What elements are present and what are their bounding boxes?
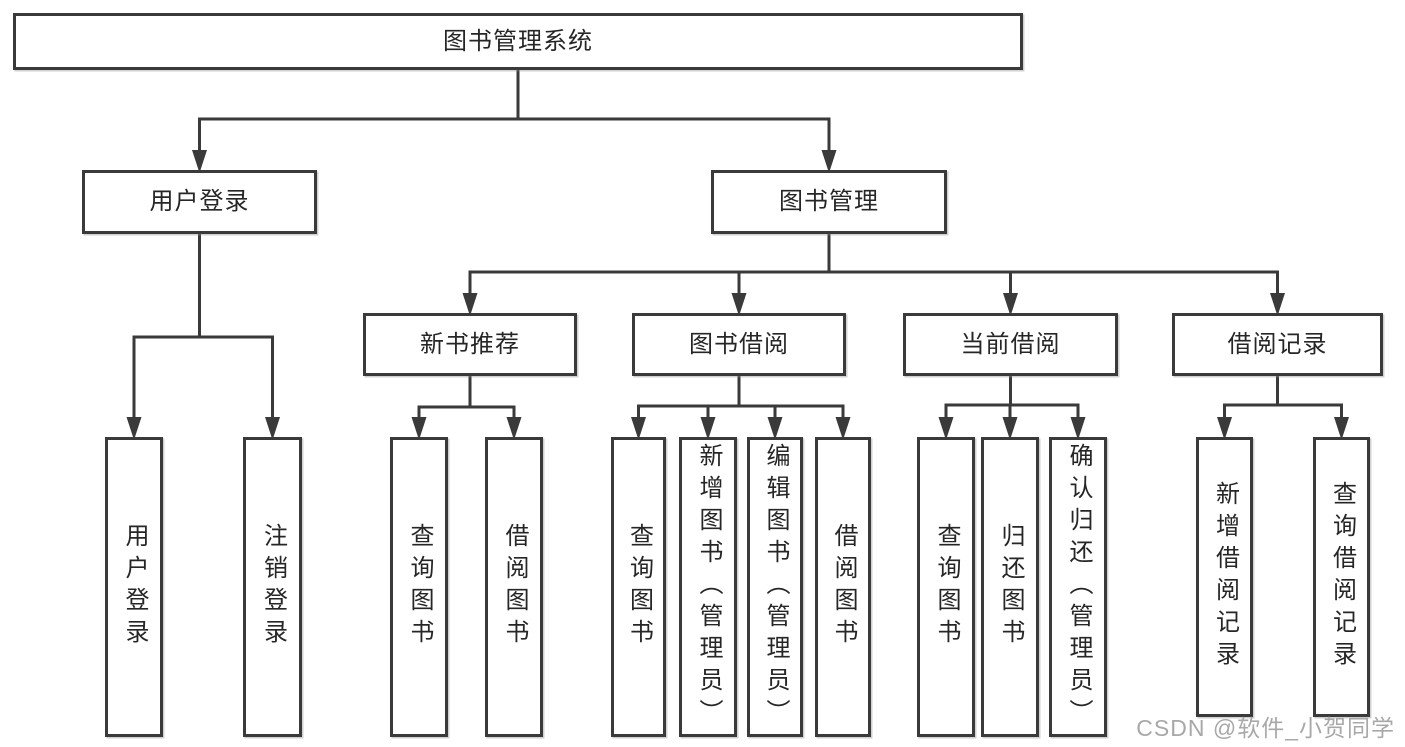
node-book-management: 图书管理 [711,170,947,234]
node-query-borrow-record-label: 查询借阅记录 [1328,481,1356,673]
node-root: 图书管理系统 [13,13,1023,70]
node-query-books-borrow: 查询图书 [611,437,666,737]
node-root-label: 图书管理系统 [443,27,593,55]
node-query-borrow-record: 查询借阅记录 [1313,437,1370,717]
node-query-books-current-label: 查询图书 [933,523,960,651]
node-logout-label: 注销登录 [259,523,287,651]
node-book-management-label: 图书管理 [779,188,879,215]
node-book-borrowing: 图书借阅 [632,313,846,376]
node-query-books-recommend: 查询图书 [390,437,448,737]
node-borrowing-records-label: 借阅记录 [1227,330,1328,358]
node-new-book-recommend: 新书推荐 [363,313,577,376]
node-new-book-recommend-label: 新书推荐 [420,330,520,358]
node-borrow-books: 借阅图书 [815,437,871,737]
node-book-borrowing-label: 图书借阅 [689,330,789,358]
node-return-books: 归还图书 [981,437,1039,737]
csdn-watermark: CSDN @软件_小贺同学 [1136,715,1395,741]
node-edit-books-admin-label: 编辑图书（管理员） [762,443,789,731]
node-confirm-return-admin: 确认归还（管理员） [1049,437,1107,737]
node-add-borrow-record-label: 新增借阅记录 [1211,481,1239,673]
node-return-books-label: 归还图书 [997,523,1024,651]
node-borrow-books-recommend: 借阅图书 [485,437,543,737]
node-edit-books-admin: 编辑图书（管理员） [747,437,803,737]
node-current-borrowing-label: 当前借阅 [960,330,1061,358]
node-add-books-admin-label: 新增图书（管理员） [695,443,722,731]
node-query-books-borrow-label: 查询图书 [625,523,653,651]
node-user-login-leaf-label: 用户登录 [121,523,148,651]
node-confirm-return-admin-label: 确认归还（管理员） [1065,443,1092,731]
node-user-login: 用户登录 [82,170,317,234]
node-borrowing-records: 借阅记录 [1172,313,1383,376]
node-add-books-admin: 新增图书（管理员） [679,437,737,737]
node-borrow-books-label: 借阅图书 [830,523,857,651]
node-user-login-leaf: 用户登录 [105,437,163,737]
node-query-books-recommend-label: 查询图书 [406,523,433,651]
node-logout: 注销登录 [243,437,302,737]
node-borrow-books-recommend-label: 借阅图书 [501,523,528,651]
node-add-borrow-record: 新增借阅记录 [1196,437,1253,717]
node-current-borrowing: 当前借阅 [903,313,1118,376]
node-query-books-current: 查询图书 [917,437,975,737]
node-user-login-label: 用户登录 [149,188,250,215]
